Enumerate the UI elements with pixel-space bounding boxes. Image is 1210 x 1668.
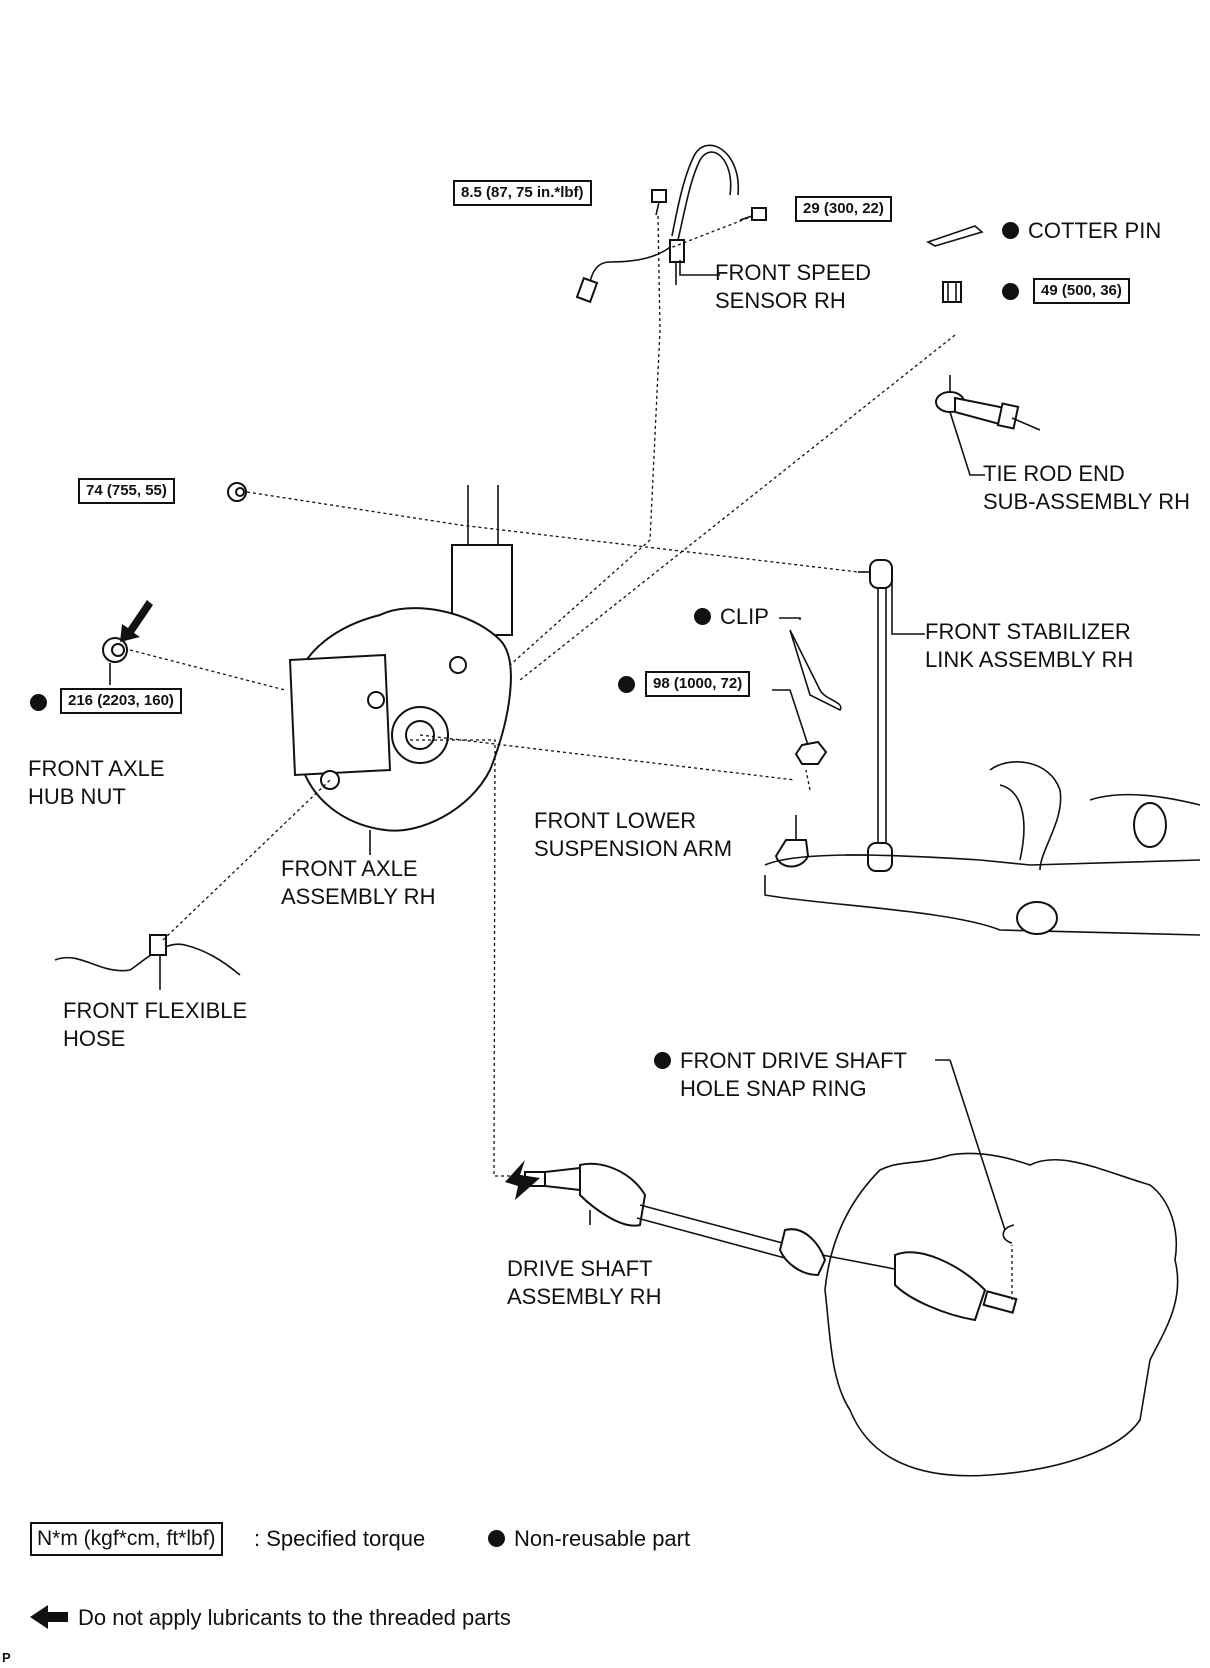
label-clip: CLIP <box>720 604 769 629</box>
front-speed-sensor-drawing <box>575 144 739 304</box>
stabilizer-nut-drawing <box>227 482 247 502</box>
torque-hub-nut: 216 (2203, 160) <box>60 688 182 714</box>
label-front-flexible-hose-1: FRONT FLEXIBLE <box>63 998 248 1023</box>
torque-tie-rod-nut: 49 (500, 36) <box>1033 278 1130 304</box>
tie-rod-end-drawing <box>935 375 1041 431</box>
legend-arrow-note: Do not apply lubricants to the threaded … <box>78 1605 511 1630</box>
non-reusable-dot-cotter-pin <box>1002 222 1019 239</box>
label-front-flexible-hose-2: HOSE <box>63 1026 126 1051</box>
label-front-axle-assembly-1: FRONT AXLE <box>281 856 418 881</box>
label-tie-rod-end-2: SUB-ASSEMBLY RH <box>983 489 1191 514</box>
label-drive-shaft-assembly-2: ASSEMBLY RH <box>507 1284 662 1309</box>
label-front-stabilizer-link-2: LINK ASSEMBLY RH <box>925 647 1134 672</box>
torque-stabilizer-link-nut: 74 (755, 55) <box>78 478 175 504</box>
legend-torque-desc: : Specified torque <box>254 1526 426 1551</box>
corner-mark: P <box>2 1650 11 1665</box>
label-front-lower-suspension-arm-2: SUSPENSION ARM <box>534 836 733 861</box>
label-front-drive-shaft-snap-ring-1: FRONT DRIVE SHAFT <box>680 1048 907 1073</box>
lower-suspension-arm-drawing <box>764 761 1201 936</box>
leader-lines <box>109 260 1006 1231</box>
label-front-axle-hub-nut-2: HUB NUT <box>28 784 126 809</box>
transaxle-outline <box>824 1152 1179 1477</box>
assembly-dashed-lines <box>129 215 1013 1300</box>
no-lubricant-arrow-hub <box>120 600 153 642</box>
legend-non-reusable-dot <box>488 1530 505 1547</box>
label-drive-shaft-assembly-1: DRIVE SHAFT <box>507 1256 653 1281</box>
stabilizer-link-drawing <box>845 559 893 872</box>
lower-arm-nut-drawing <box>794 740 828 765</box>
non-reusable-dot-tie-rod-nut <box>1002 283 1019 300</box>
legend-torque-unit-box: N*m (kgf*cm, ft*lbf) <box>30 1522 223 1556</box>
label-cotter-pin: COTTER PIN <box>1028 218 1162 243</box>
front-axle-assembly-drawing <box>288 485 513 832</box>
no-lubricant-arrow-shaft <box>505 1160 540 1200</box>
label-front-axle-hub-nut-1: FRONT AXLE <box>28 756 165 781</box>
speed-sensor-bolt-drawing <box>651 189 667 216</box>
label-tie-rod-end-1: TIE ROD END <box>983 461 1125 486</box>
label-front-axle-assembly-2: ASSEMBLY RH <box>281 884 436 909</box>
clip-drawing <box>789 629 842 712</box>
legend-non-reusable-text: Non-reusable part <box>514 1526 691 1551</box>
torque-bracket-bolt: 29 (300, 22) <box>795 196 892 222</box>
non-reusable-dot-snap-ring <box>654 1052 671 1069</box>
tie-rod-nut-drawing <box>942 281 962 303</box>
label-front-speed-sensor-2: SENSOR RH <box>715 288 846 313</box>
label-front-lower-suspension-arm-1: FRONT LOWER <box>534 808 697 833</box>
label-front-stabilizer-link-1: FRONT STABILIZER <box>925 619 1131 644</box>
legend-arrow-icon <box>30 1605 68 1629</box>
torque-lower-arm-nut: 98 (1000, 72) <box>645 671 751 697</box>
label-front-drive-shaft-snap-ring-2: HOLE SNAP RING <box>680 1076 867 1101</box>
cotter-pin-drawing <box>926 225 984 247</box>
non-reusable-dot-clip <box>694 608 711 625</box>
bracket-bolt-drawing <box>739 207 767 221</box>
label-front-speed-sensor-1: FRONT SPEED <box>715 260 872 285</box>
snap-ring-drawing <box>1002 1224 1015 1244</box>
hub-nut-drawing <box>102 637 128 663</box>
front-flexible-hose-drawing <box>54 934 241 976</box>
drive-shaft-drawing <box>524 1162 1018 1322</box>
torque-speed-sensor-bolt: 8.5 (87, 75 in.*lbf) <box>453 180 592 206</box>
non-reusable-dot-hub-nut <box>30 694 47 711</box>
non-reusable-dot-lower-arm-nut <box>618 676 635 693</box>
